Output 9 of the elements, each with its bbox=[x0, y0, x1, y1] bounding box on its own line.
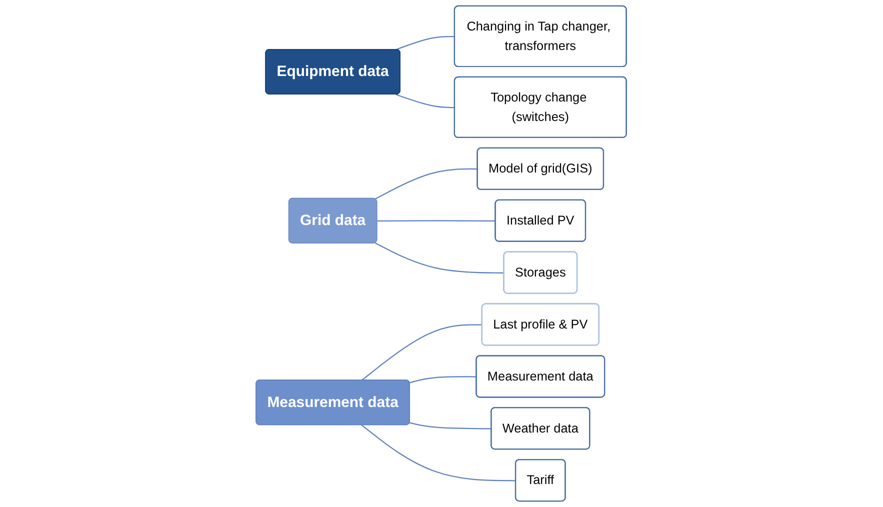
connector bbox=[410, 376, 477, 384]
connector bbox=[362, 424, 516, 482]
connector bbox=[375, 242, 504, 274]
connector bbox=[396, 36, 456, 50]
connector bbox=[396, 94, 456, 108]
connector bbox=[362, 324, 483, 381]
connector bbox=[378, 220, 496, 222]
connector bbox=[410, 422, 492, 430]
connector bbox=[375, 168, 478, 200]
